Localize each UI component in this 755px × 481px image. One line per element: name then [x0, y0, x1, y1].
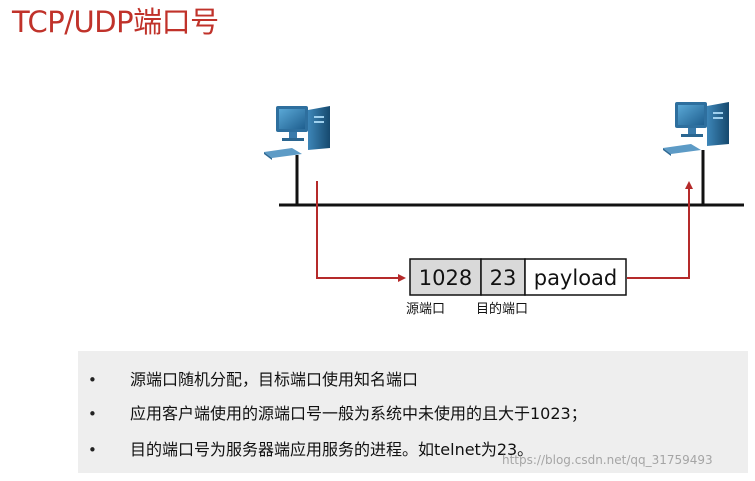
computer-icon	[264, 106, 330, 160]
bullet-item: • 应用客户端使用的源端口号一般为系统中未使用的且大于1023；	[78, 399, 748, 429]
bullet-marker: •	[88, 441, 97, 459]
bullet-text: 源端口随机分配，目标端口使用知名端口	[130, 370, 419, 389]
slide-title: TCP/UDP端口号	[12, 5, 219, 39]
network-diagram: 1028 23 payload 源端口 目的端口	[264, 102, 744, 317]
send-arrow	[316, 181, 406, 282]
bullet-item: • 源端口随机分配，目标端口使用知名端口	[78, 365, 748, 395]
bullet-item: • 目的端口号为服务器端应用服务的进程。如telnet为23。	[78, 435, 748, 465]
packet: 1028 23 payload	[409, 258, 627, 296]
dst-port-label: 目的端口	[476, 301, 528, 317]
bullet-text: 目的端口号为服务器端应用服务的进程。如telnet为23。	[130, 440, 534, 459]
bullet-text: 应用客户端使用的源端口号一般为系统中未使用的且大于1023；	[130, 404, 587, 423]
dst-port-value: 23	[490, 266, 517, 290]
src-port-cell	[409, 258, 482, 296]
src-port-value: 1028	[419, 266, 472, 290]
computer-icon	[663, 102, 729, 156]
bullet-panel: • 源端口随机分配，目标端口使用知名端口 • 应用客户端使用的源端口号一般为系统…	[78, 351, 748, 473]
bullet-marker: •	[88, 371, 97, 389]
receive-arrow	[627, 181, 693, 279]
payload-cell	[524, 258, 627, 296]
bullet-marker: •	[88, 405, 97, 423]
src-port-label: 源端口	[406, 302, 445, 317]
dst-port-cell	[480, 258, 526, 296]
watermark: https://blog.csdn.net/qq_31759493	[502, 453, 713, 467]
payload-label: payload	[534, 266, 618, 290]
